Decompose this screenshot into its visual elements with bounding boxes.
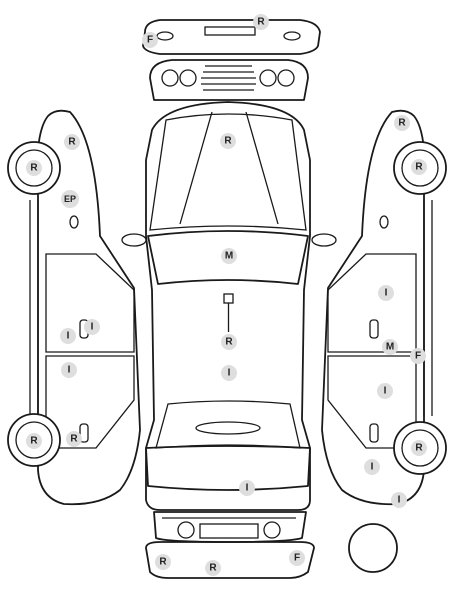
marker[interactable]: R — [221, 334, 237, 350]
front-bumper — [145, 541, 315, 579]
marker[interactable]: I — [364, 459, 380, 475]
svg-text:I: I — [68, 365, 71, 376]
marker[interactable]: I — [377, 383, 393, 399]
marker[interactable]: R — [155, 554, 171, 570]
car-body-top-view — [121, 101, 337, 511]
svg-text:F: F — [415, 351, 421, 362]
marker[interactable]: I — [221, 365, 237, 381]
marker[interactable]: R — [64, 134, 80, 150]
svg-text:I: I — [228, 368, 231, 379]
svg-text:R: R — [159, 557, 167, 568]
svg-text:R: R — [415, 443, 423, 454]
marker[interactable]: R — [411, 440, 427, 456]
front-light-panel — [153, 511, 307, 543]
svg-text:I: I — [91, 322, 94, 333]
svg-text:R: R — [30, 436, 38, 447]
svg-text:R: R — [30, 163, 38, 174]
svg-text:R: R — [257, 17, 265, 28]
rear-light-panel — [149, 59, 309, 101]
marker[interactable]: R — [26, 433, 42, 449]
svg-text:R: R — [415, 162, 423, 173]
svg-text:I: I — [371, 462, 374, 473]
svg-text:F: F — [294, 553, 300, 564]
marker[interactable]: I — [239, 480, 255, 496]
svg-text:R: R — [224, 136, 232, 147]
marker[interactable]: F — [410, 348, 426, 364]
svg-text:R: R — [70, 434, 78, 445]
svg-text:I: I — [398, 495, 401, 506]
svg-text:M: M — [225, 251, 233, 262]
svg-text:R: R — [209, 563, 217, 574]
marker[interactable]: I — [378, 285, 394, 301]
marker[interactable]: R — [26, 160, 42, 176]
marker[interactable]: R — [220, 133, 236, 149]
svg-text:R: R — [398, 118, 406, 129]
svg-text:I: I — [385, 288, 388, 299]
svg-text:I: I — [384, 386, 387, 397]
svg-text:EP: EP — [64, 194, 76, 204]
marker[interactable]: R — [394, 115, 410, 131]
svg-text:F: F — [147, 35, 153, 46]
marker[interactable]: I — [391, 492, 407, 508]
marker[interactable]: R — [411, 159, 427, 175]
car-left-side — [7, 109, 141, 506]
marker[interactable]: R — [253, 14, 269, 30]
rear-bumper — [142, 19, 321, 55]
svg-text:M: M — [386, 342, 394, 353]
marker[interactable]: F — [289, 550, 305, 566]
marker[interactable]: R — [205, 560, 221, 576]
spare-wheel — [348, 523, 398, 573]
svg-text:I: I — [67, 331, 70, 342]
marker[interactable]: I — [60, 328, 76, 344]
marker[interactable]: F — [142, 32, 158, 48]
marker[interactable]: I — [84, 319, 100, 335]
svg-text:R: R — [225, 337, 233, 348]
marker[interactable]: M — [221, 248, 237, 264]
marker[interactable]: M — [382, 339, 398, 355]
marker[interactable]: R — [66, 431, 82, 447]
damage-markers: R F R R EP I I I R R R M R I I R R I M F… — [26, 14, 427, 576]
svg-text:R: R — [68, 137, 76, 148]
car-right-side — [321, 109, 447, 506]
marker[interactable]: EP — [61, 190, 79, 208]
svg-text:I: I — [246, 483, 249, 494]
marker[interactable]: I — [61, 362, 77, 378]
